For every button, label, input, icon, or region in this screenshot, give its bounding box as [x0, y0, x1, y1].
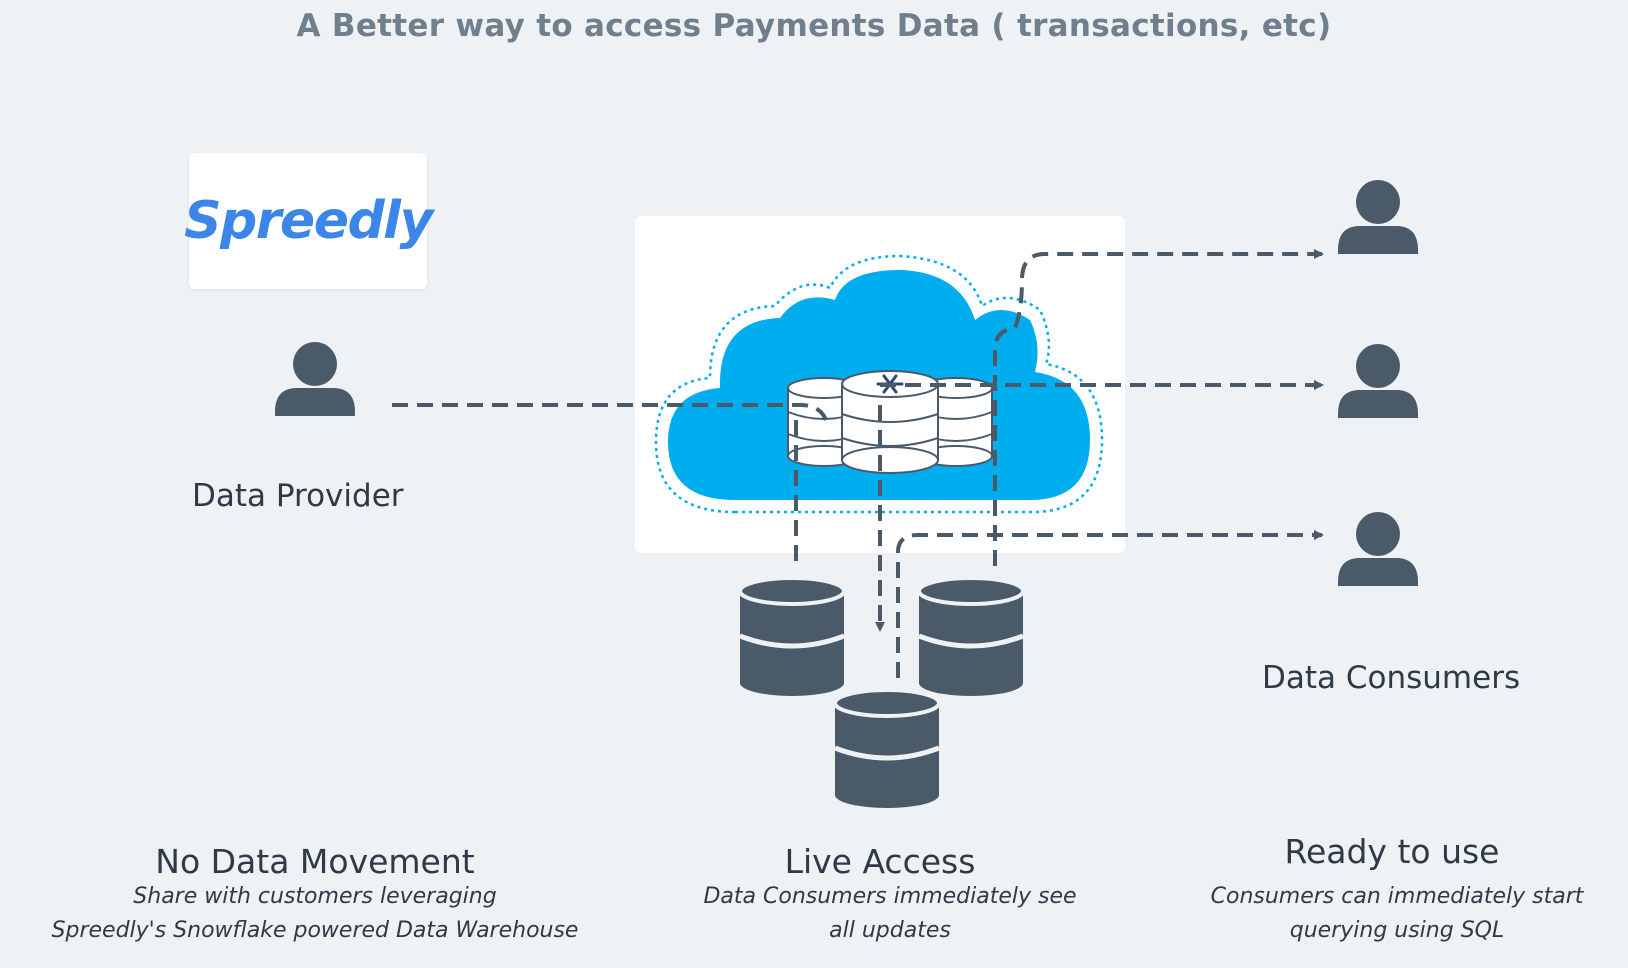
feature-desc-line: Consumers can immediately start [1210, 884, 1584, 909]
provider-label: Data Provider [192, 478, 404, 514]
spreedly-logo-card: Spreedly [184, 153, 433, 289]
feature-desc-line: Data Consumers immediately see [703, 884, 1077, 909]
provider-person-icon [275, 342, 355, 416]
database-icon [919, 578, 1023, 696]
connector-lines [392, 249, 1324, 678]
database-icon [740, 578, 844, 696]
consumers-label: Data Consumers [1262, 660, 1521, 696]
feature-desc-line: all updates [829, 918, 951, 943]
feature-desc-line: Share with customers leveraging [133, 884, 497, 909]
feature-heading-ready-to-use: Ready to use [1284, 832, 1500, 871]
consumer-person-icon [1338, 180, 1418, 254]
feature-heading-live-access: Live Access [784, 842, 976, 881]
feature-desc-no-data-movement: Share with customers leveraging Spreedly… [40, 880, 590, 948]
feature-desc-line: Spreedly's Snowflake powered Data Wareho… [51, 918, 579, 943]
feature-desc-ready-to-use: Consumers can immediately start querying… [1182, 880, 1612, 948]
feature-desc-line: querying using SQL [1289, 918, 1505, 943]
spreedly-logo: Spreedly [184, 191, 433, 251]
database-icon [835, 690, 939, 808]
page-title: A Better way to access Payments Data ( t… [296, 8, 1332, 44]
feature-heading-no-data-movement: No Data Movement [155, 842, 475, 881]
feature-desc-live-access: Data Consumers immediately see all updat… [680, 880, 1100, 948]
consumer-person-icon [1338, 512, 1418, 586]
snowflake-database-icon [787, 370, 993, 474]
consumer-person-icon [1338, 344, 1418, 418]
